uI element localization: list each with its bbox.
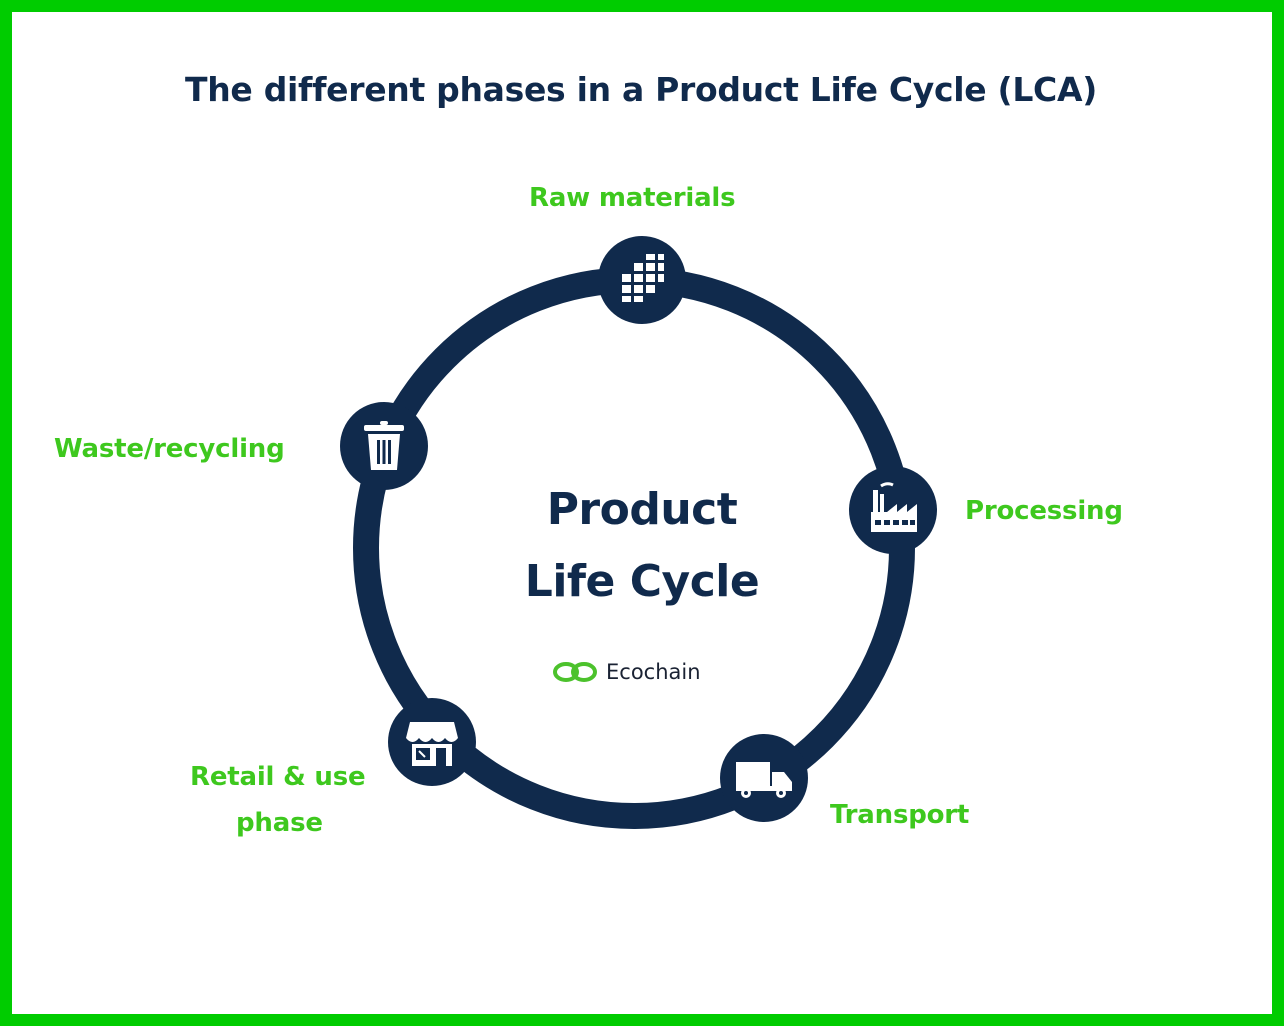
- trash-can-icon: [364, 421, 404, 470]
- brand-name: Ecochain: [606, 660, 701, 684]
- label-transport: Transport: [830, 800, 970, 830]
- node-transport: [720, 734, 808, 822]
- factory-icon: [871, 482, 917, 532]
- center-title-line1: Product: [546, 484, 738, 535]
- label-waste-recycling: Waste/recycling: [54, 434, 285, 464]
- truck-icon: [736, 762, 792, 798]
- label-raw-materials: Raw materials: [529, 183, 736, 213]
- node-raw-materials: [598, 236, 686, 324]
- diagram-title: The different phases in a Product Life C…: [185, 70, 1097, 109]
- building-blocks-icon: [622, 254, 664, 302]
- label-processing: Processing: [965, 496, 1123, 526]
- brand-logo: Ecochain: [552, 660, 701, 684]
- label-retail-line1: Retail & use: [190, 762, 366, 792]
- label-retail-line2: phase: [236, 808, 323, 838]
- node-retail: [388, 698, 476, 786]
- infinity-chain-icon: [553, 662, 597, 682]
- node-processing: [849, 466, 937, 554]
- diagram-frame: [12, 12, 1272, 1014]
- center-title-line2: Life Cycle: [524, 556, 760, 607]
- shop-icon: [406, 722, 458, 766]
- node-waste: [340, 402, 428, 490]
